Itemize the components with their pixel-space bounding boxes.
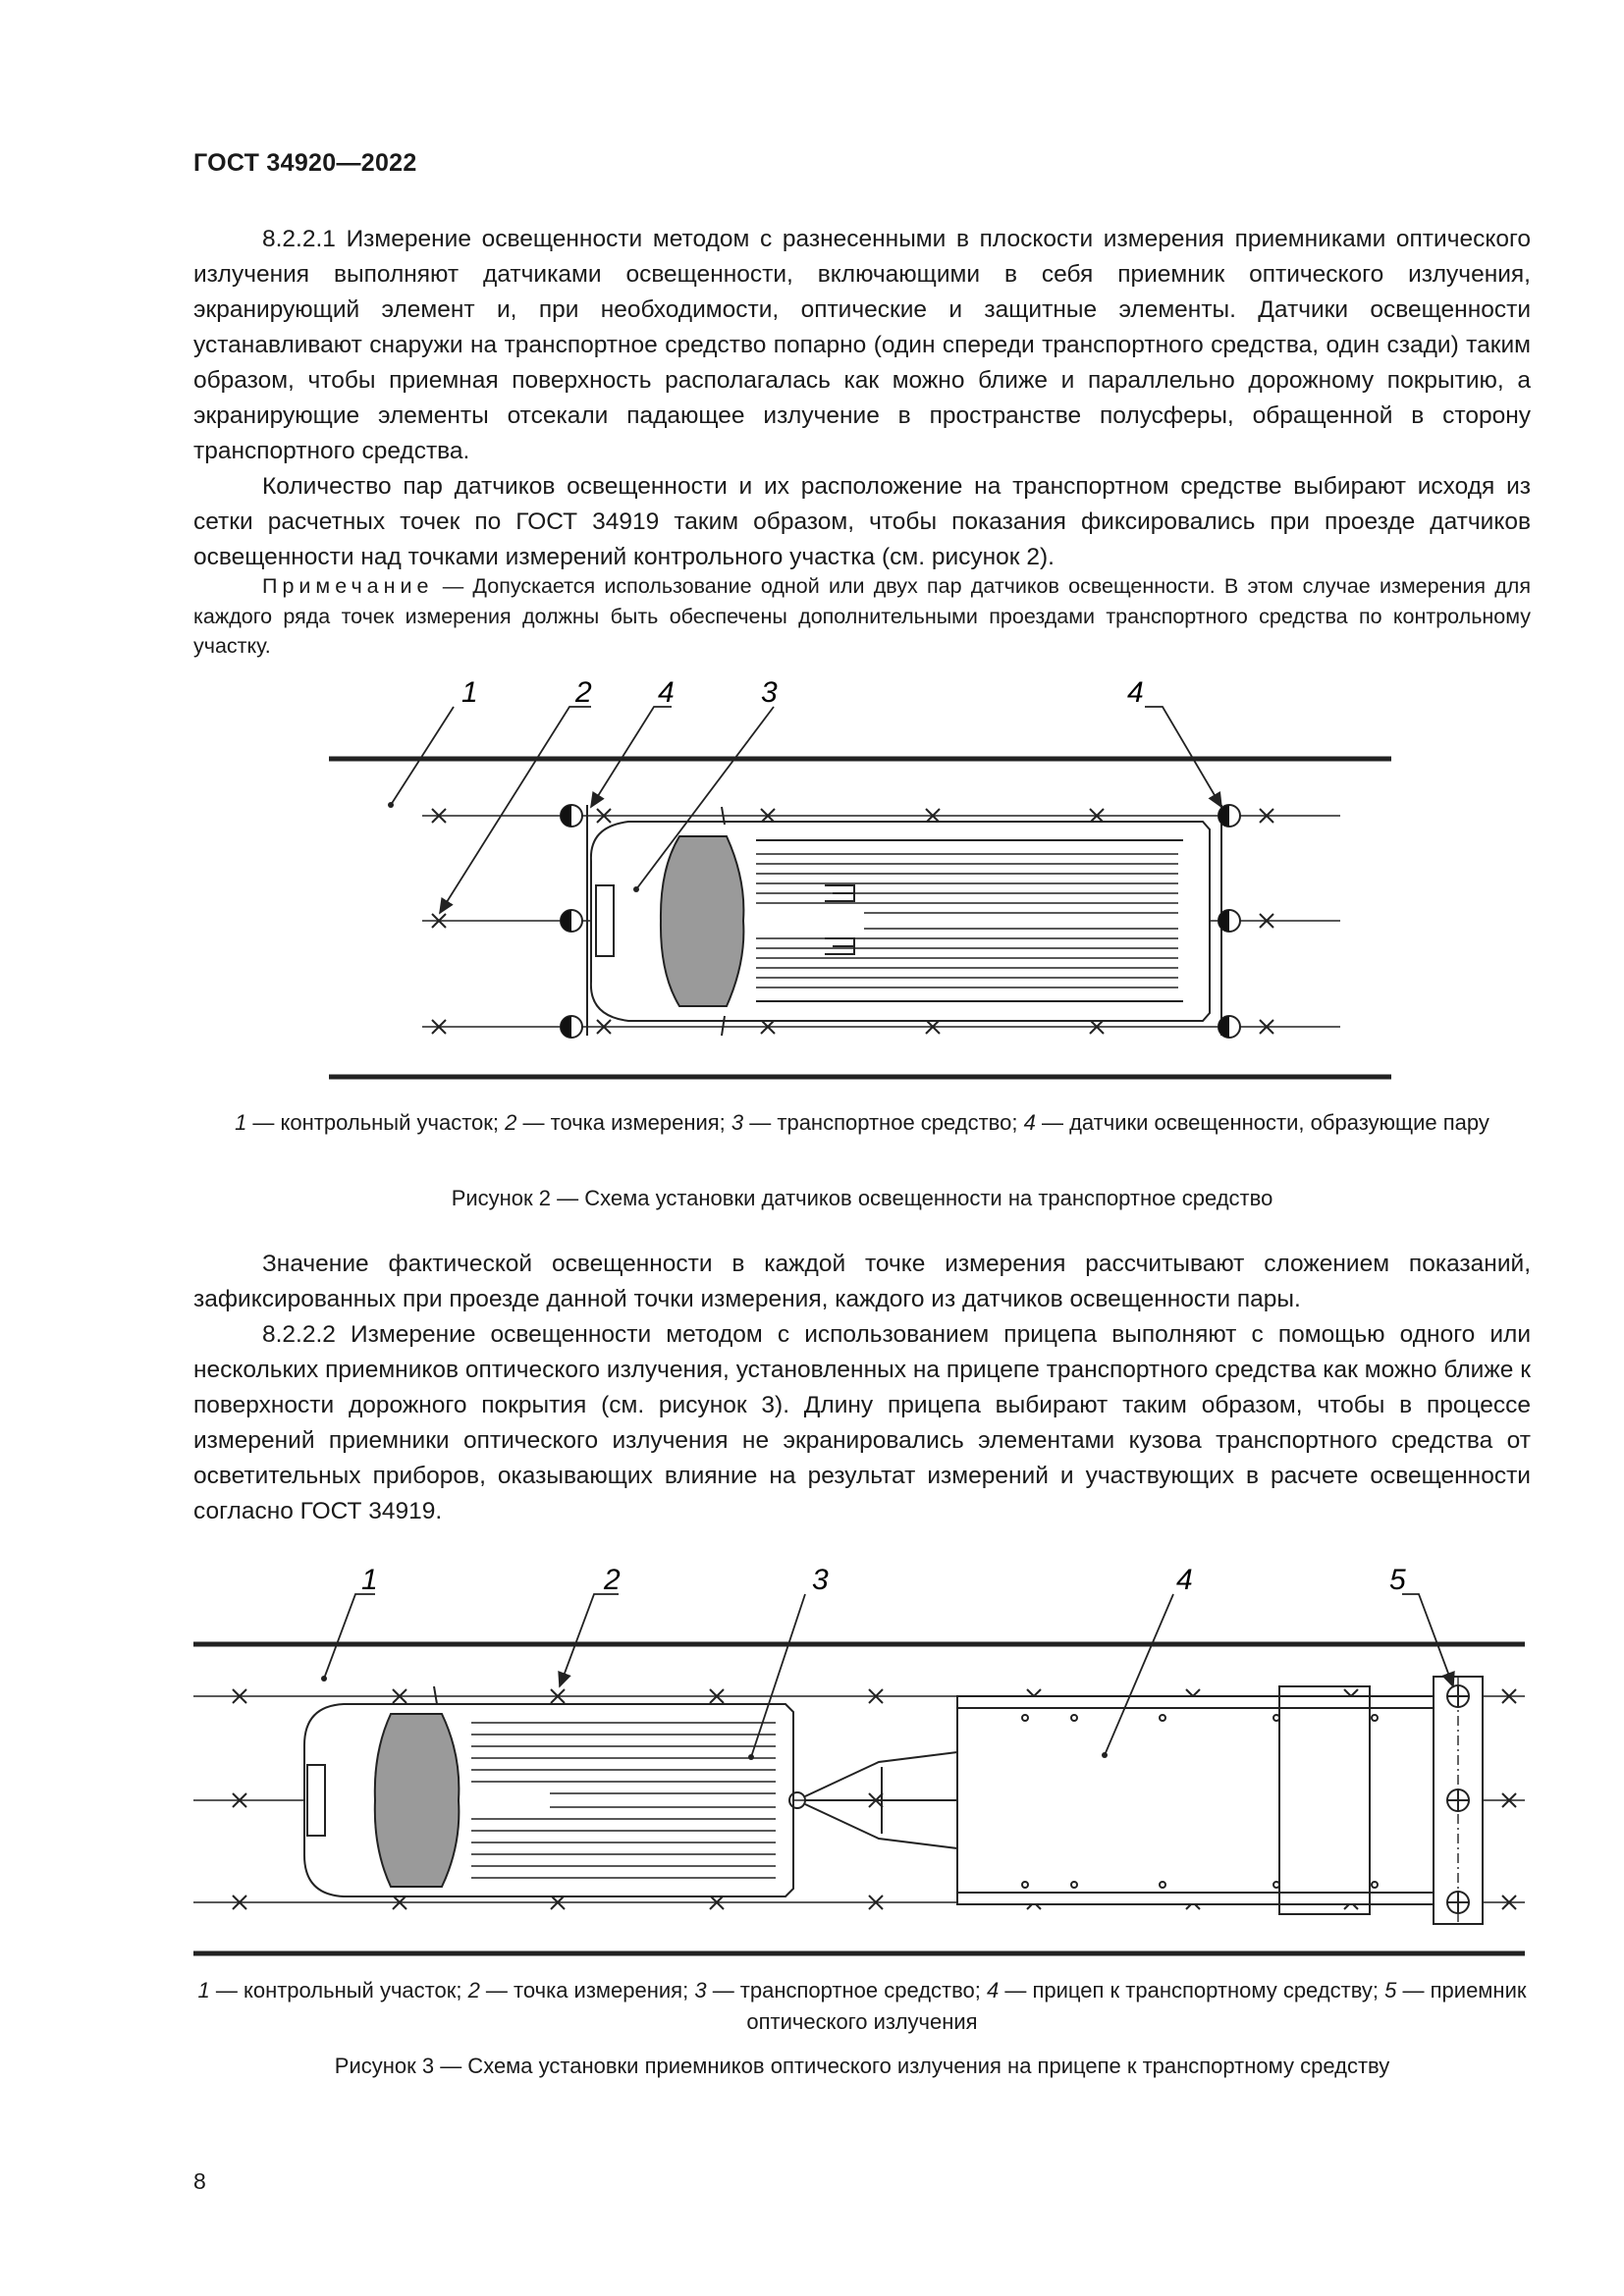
note: Примечание — Допускается использование о… bbox=[193, 571, 1531, 662]
figure-3-legend: 1 — контрольный участок; 2 — точка измер… bbox=[197, 1978, 1527, 2034]
paragraph: 8.2.2.1 Измерение освещенности методом с… bbox=[193, 226, 1531, 464]
figure-3-diagram: 1 2 3 4 5 bbox=[193, 1564, 1525, 1956]
optical-receivers bbox=[1446, 1684, 1470, 1914]
figure-2-legend: 1 — контрольный участок; 2 — точка измер… bbox=[235, 1110, 1489, 1135]
callout-3: 3 bbox=[761, 676, 778, 709]
section-8-2-2-2: Значение фактической освещенности в кажд… bbox=[193, 1247, 1531, 1529]
callout-1: 1 bbox=[361, 1564, 378, 1596]
callout-3: 3 bbox=[812, 1564, 829, 1596]
figure-3-caption: Рисунок 3 — Схема установки приемников о… bbox=[334, 2054, 1390, 2078]
vehicle bbox=[303, 1685, 806, 1897]
paragraph: Количество пар датчиков освещенности и и… bbox=[193, 473, 1531, 570]
figure-2-caption: Рисунок 2 — Схема установки датчиков осв… bbox=[451, 1186, 1273, 1210]
callout-5: 5 bbox=[1389, 1564, 1406, 1596]
document-header: ГОСТ 34920—2022 bbox=[193, 149, 417, 177]
section-8-2-2-1: 8.2.2.1 Измерение освещенности методом с… bbox=[193, 222, 1531, 575]
trailer bbox=[804, 1676, 1484, 1925]
vehicle bbox=[586, 805, 1222, 1037]
paragraph: 8.2.2.2 Измерение освещенности методом с… bbox=[193, 1321, 1531, 1524]
illuminance-sensors bbox=[560, 804, 1241, 1039]
paragraph: Значение фактической освещенности в кажд… bbox=[193, 1251, 1531, 1312]
note-text: — Допускается использование одной или дв… bbox=[193, 574, 1531, 658]
page-number: 8 bbox=[193, 2168, 206, 2194]
callout-4: 4 bbox=[658, 676, 675, 709]
note-label: Примечание bbox=[262, 574, 434, 598]
callout-4: 4 bbox=[1176, 1564, 1193, 1596]
figure-2-diagram: 1 2 4 3 4 bbox=[329, 676, 1391, 1080]
callout-2: 2 bbox=[603, 1564, 621, 1596]
callout-4: 4 bbox=[1127, 676, 1144, 709]
callout-2: 2 bbox=[574, 676, 592, 709]
callout-1: 1 bbox=[461, 676, 478, 709]
